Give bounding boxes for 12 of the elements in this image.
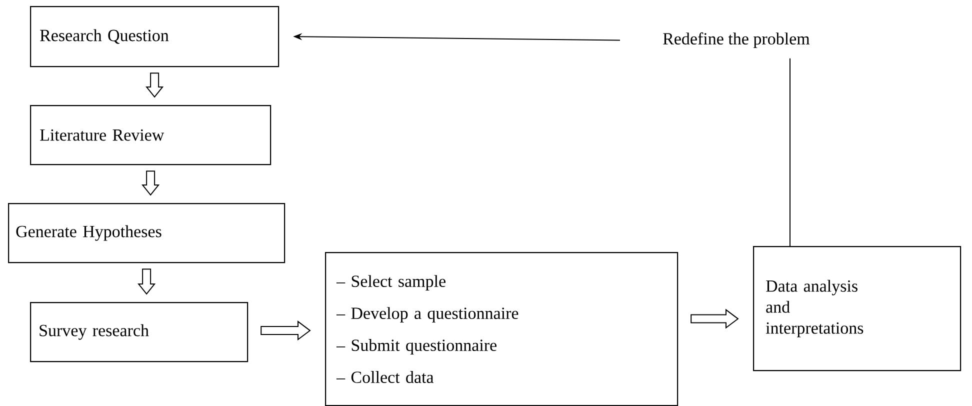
- process-box: Research Question: [30, 6, 280, 68]
- process-box: Literature Review: [30, 105, 272, 166]
- feedback-label: Redefine the problem: [663, 32, 810, 48]
- list-box: – Select sample – Develop a questionnaire – Submit questionnaire – Collect data: [325, 252, 678, 406]
- block-arrow: [690, 308, 739, 329]
- block-arrow: [146, 72, 164, 98]
- process-box: Survey research: [30, 302, 248, 362]
- process-box: Data analysis and interpretations: [753, 246, 962, 372]
- process-box: Generate Hypotheses: [8, 203, 286, 264]
- block-arrow: [138, 268, 156, 295]
- block-arrow: [142, 170, 160, 196]
- block-arrow: [260, 320, 311, 341]
